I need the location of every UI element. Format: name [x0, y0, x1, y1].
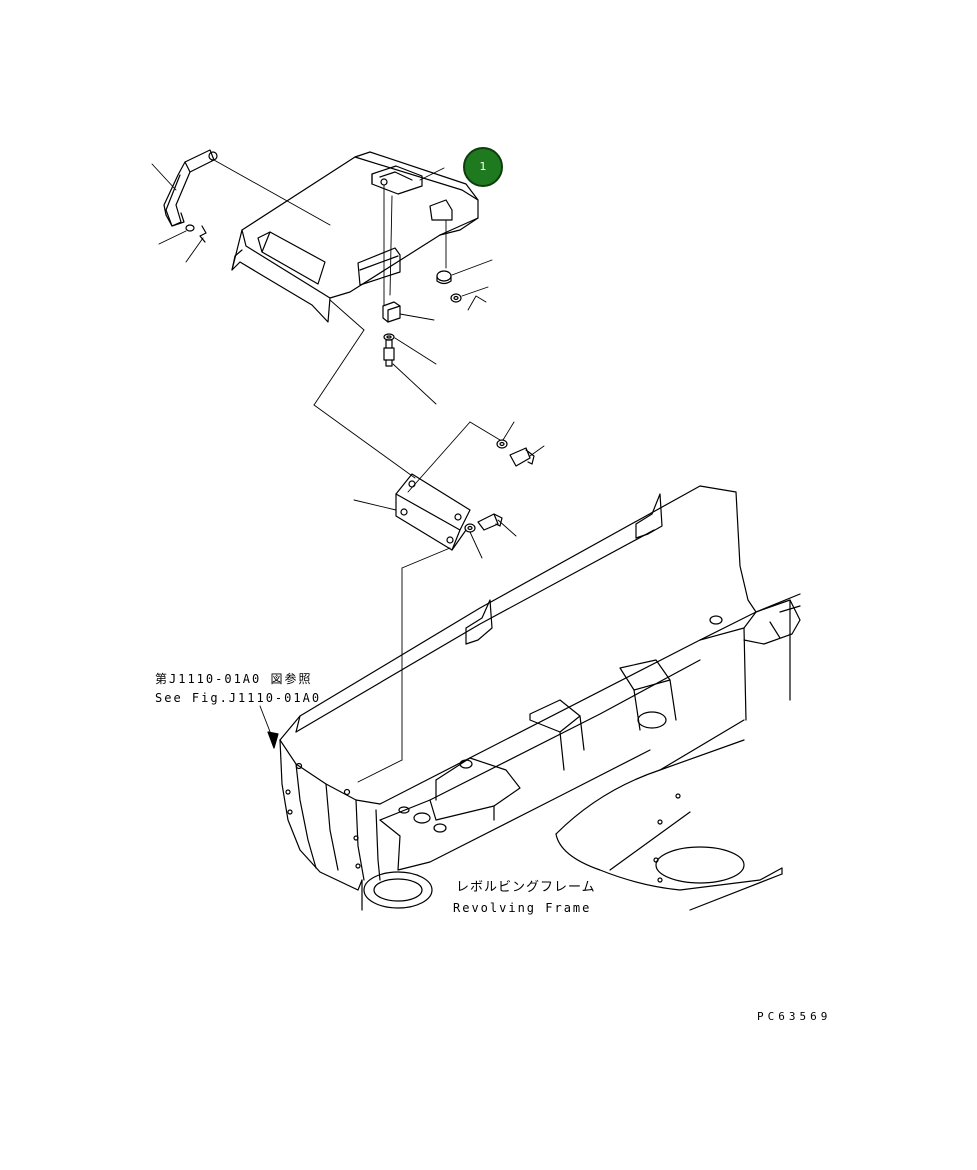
leader-line	[392, 363, 437, 405]
frame-label-en: Revolving Frame	[453, 901, 592, 915]
leader-line	[502, 421, 515, 441]
washer-part[interactable]	[464, 523, 476, 533]
leader-line	[529, 445, 545, 457]
bracket-part[interactable]	[395, 473, 471, 551]
leader-lines	[357, 547, 451, 783]
washer-part[interactable]	[496, 439, 508, 449]
rubber-cushion[interactable]	[436, 270, 452, 285]
reference-arrow	[259, 705, 279, 749]
leader-line	[451, 259, 493, 276]
latch-part[interactable]	[382, 301, 401, 323]
leader-line	[394, 337, 437, 365]
leader-line	[497, 519, 517, 537]
leader-line	[399, 313, 435, 321]
bolt-part[interactable]	[383, 339, 395, 367]
leader-line	[353, 499, 397, 511]
bolt-part[interactable]	[477, 513, 503, 531]
leader-line	[461, 286, 489, 311]
toolbox-cover[interactable]	[231, 151, 479, 323]
drawing-code: PC63569	[757, 1010, 832, 1023]
reference-label-jp: 第J1110-01A0 図参照	[155, 672, 313, 686]
frame-label-jp: レボルビングフレーム	[456, 880, 596, 895]
bolt-part[interactable]	[509, 447, 535, 467]
spring-washer[interactable]	[383, 333, 395, 341]
leader-line	[469, 531, 483, 559]
handrail-part[interactable]	[163, 149, 218, 227]
leader-lines	[151, 159, 331, 263]
washer-part[interactable]	[450, 293, 462, 303]
handrail-washer[interactable]	[185, 224, 195, 232]
leader-lines	[313, 167, 501, 493]
part-callout-1[interactable]: 1	[463, 147, 503, 187]
revolving-frame[interactable]	[279, 485, 801, 911]
handrail-clip[interactable]	[199, 225, 207, 243]
reference-label-en[interactable]: See Fig.J1110-01A0	[155, 691, 322, 705]
